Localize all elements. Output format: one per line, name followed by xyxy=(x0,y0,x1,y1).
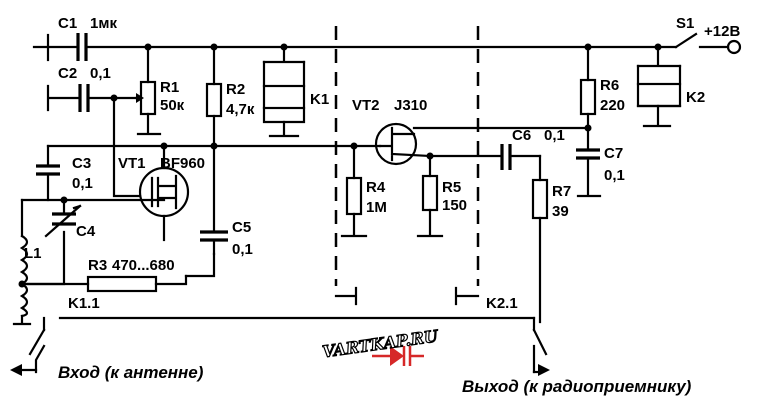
junction-dots xyxy=(18,43,662,288)
r5-ref: R5 xyxy=(442,179,461,196)
l1-ref: L1 xyxy=(24,245,42,262)
r6-value: 220 xyxy=(600,97,625,114)
r1-value: 50к xyxy=(160,97,185,114)
c5-ref: C5 xyxy=(232,219,251,236)
c3-ref: C3 xyxy=(72,155,91,172)
c6-ref: C6 xyxy=(512,127,531,144)
vt1-ref: VT1 xyxy=(118,155,146,172)
k1-ref: K1 xyxy=(310,91,329,108)
c2-value: 0,1 xyxy=(90,65,111,82)
r7-ref: R7 xyxy=(552,183,571,200)
input-caption: Вход (к антенне) xyxy=(58,363,204,382)
k1-coil xyxy=(262,84,306,110)
r4-ref: R4 xyxy=(366,179,386,196)
k2-ref: K2 xyxy=(686,89,705,106)
c6-value: 0,1 xyxy=(544,127,565,144)
k2-coil xyxy=(636,82,682,108)
vt1-body xyxy=(138,166,190,218)
r2-value: 4,7к xyxy=(226,101,255,118)
c5-value: 0,1 xyxy=(232,241,253,258)
vt1-value: BF960 xyxy=(160,155,205,172)
c7-ref: C7 xyxy=(604,145,623,162)
r5-value: 150 xyxy=(442,197,467,214)
r7-body xyxy=(531,178,549,220)
c4-ref: C4 xyxy=(76,223,96,240)
k1-1-ref: K1.1 xyxy=(68,295,100,312)
s1-ref: S1 xyxy=(676,15,694,32)
r2-ref: R2 xyxy=(226,81,245,98)
r3-value: 470...680 xyxy=(112,257,175,274)
r4-body xyxy=(345,176,363,216)
c1-ref: C1 xyxy=(58,15,77,32)
c1-value: 1мк xyxy=(90,15,117,32)
r5-body xyxy=(421,174,439,212)
r4-value: 1М xyxy=(366,199,387,216)
r3-body xyxy=(86,275,158,293)
r3-ref: R3 xyxy=(88,257,107,274)
c7-value: 0,1 xyxy=(604,167,625,184)
watermark-diode-icon xyxy=(372,346,424,366)
vt2-ref: VT2 xyxy=(352,97,380,114)
r2-body xyxy=(205,82,223,118)
vt2-body xyxy=(374,122,418,166)
vt2-value: J310 xyxy=(394,97,427,114)
wiring xyxy=(10,26,742,376)
r1-ref: R1 xyxy=(160,79,179,96)
r6-body xyxy=(579,78,597,116)
s1-supply: +12В xyxy=(704,23,740,40)
c2-ref: C2 xyxy=(58,65,77,82)
r7-value: 39 xyxy=(552,203,569,220)
k2-1-ref: K2.1 xyxy=(486,295,518,312)
r6-ref: R6 xyxy=(600,77,619,94)
output-caption: Выход (к радиоприемнику) xyxy=(462,377,692,396)
c3-value: 0,1 xyxy=(72,175,93,192)
